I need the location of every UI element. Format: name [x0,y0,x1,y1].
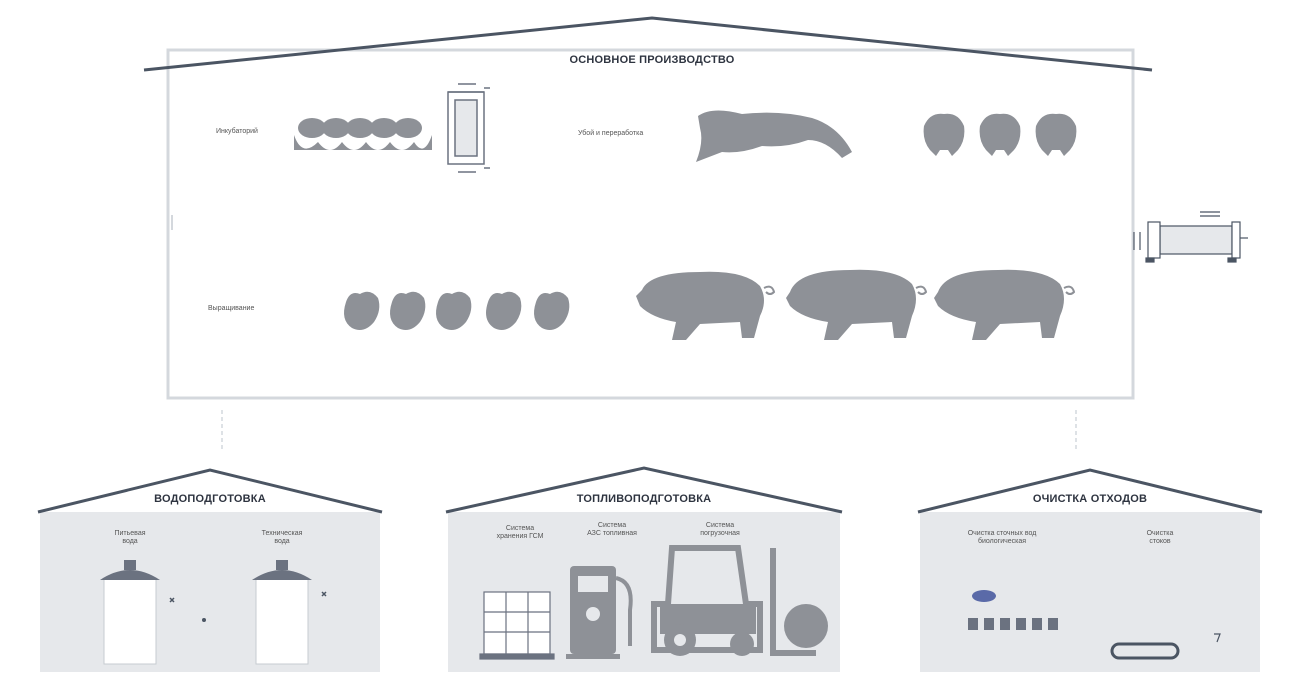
chicken-icon [344,291,570,338]
main-roof [143,16,1153,72]
pig-icon [636,269,1076,340]
incubator-label: Инкубаторий [216,128,258,135]
egg-tray-icon [294,118,432,150]
water-building-title: ВОДОПОДГОТОВКА [154,493,266,505]
sludge-tank-icon [1110,633,1221,660]
incubator-cabinet-icon [447,83,490,173]
fuel-building-title: ТОПЛИВОПОДГОТОВКА [576,493,712,505]
water-tank-icon [100,560,206,665]
pig-carcass-icon [696,110,852,162]
waste-building-title: ОЧИСТКА ОТХОДОВ [1032,493,1148,505]
forklift-icon [651,545,828,656]
slaughter-label: Убой и переработка [578,130,644,137]
treatment-module-icon [968,590,1058,630]
piglet-icon [923,113,1077,156]
boiler-tank-icon [1133,211,1248,263]
fuel-pump-icon [566,566,633,659]
water-tank-icon-2 [252,560,327,665]
water-building [37,468,383,672]
main-building-title: ОСНОВНОЕ ПРОИЗВОДСТВО [569,54,735,66]
growing-label: Выращивание [208,305,255,312]
main-building [143,16,1153,400]
fuel-rack-icon [479,591,555,660]
